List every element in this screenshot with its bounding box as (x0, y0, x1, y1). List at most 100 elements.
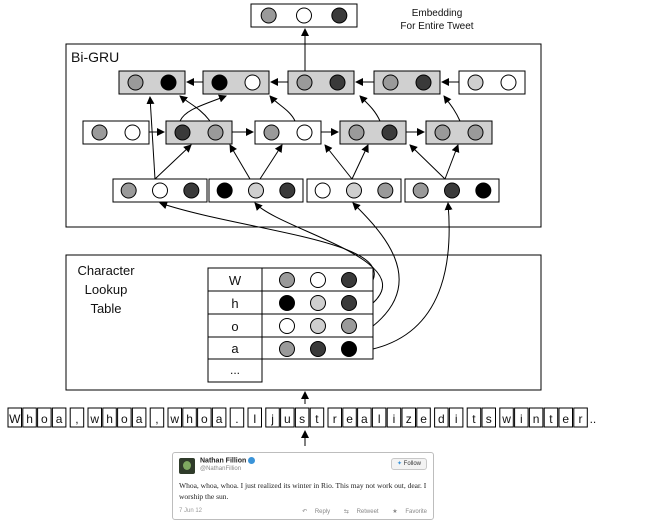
forward-gru-state-2 (166, 121, 232, 144)
char-embedding-1-unit (153, 183, 168, 198)
emb-to-forward (260, 145, 282, 179)
tweet-embedding-vector (251, 4, 357, 27)
input-char: w (169, 412, 179, 426)
backward-gru-state-1 (119, 71, 185, 94)
follow-button[interactable]: ✦ Follow (391, 458, 427, 470)
emb-to-forward (155, 145, 191, 179)
input-char-box: h (103, 408, 117, 427)
input-char: s (486, 412, 492, 426)
input-char-box: s (482, 408, 496, 427)
forward-gru-state-3 (255, 121, 321, 144)
embedding-label-line1: Embedding (412, 8, 463, 19)
input-char: j (270, 412, 274, 426)
input-char: , (75, 412, 78, 426)
input-char-box: o (198, 408, 212, 427)
input-char-box: l (372, 408, 386, 427)
emb-to-forward (445, 145, 458, 179)
char-embedding-4-unit (476, 183, 491, 198)
input-char: h (106, 412, 113, 426)
input-char: , (155, 412, 158, 426)
bigru-label: Bi-GRU (71, 49, 119, 65)
input-char-box: n (529, 408, 543, 427)
input-char-box: t (310, 408, 324, 427)
emb-to-forward (325, 145, 352, 179)
input-char: a (136, 412, 143, 426)
input-char: i (520, 412, 523, 426)
input-char-box: t (467, 408, 481, 427)
input-char: w (89, 412, 99, 426)
input-char: e (562, 412, 569, 426)
vector-nodes (83, 4, 525, 357)
input-char-box: a (132, 408, 146, 427)
lookup-vector-unit (311, 273, 326, 288)
input-char-box: i (515, 408, 529, 427)
input-char-box: e (417, 408, 431, 427)
input-char-box: . (230, 408, 244, 427)
avatar (179, 458, 195, 474)
input-char-box: a (358, 408, 372, 427)
input-char: a (361, 412, 368, 426)
retweet-button[interactable]: ⇆ Retweet (338, 509, 379, 515)
input-ellipsis: .. (590, 412, 597, 426)
embedding-label-line2: For Entire Tweet (400, 21, 473, 32)
input-char-box: d (435, 408, 449, 427)
cross-arrow (180, 96, 226, 121)
input-char-box: I (248, 408, 262, 427)
input-char-box: i (449, 408, 463, 427)
char-embedding-3-unit (347, 183, 362, 198)
input-char: r (333, 412, 337, 426)
reply-button[interactable]: ↶ Reply (296, 509, 330, 515)
input-char-box: a (52, 408, 66, 427)
char-embedding-1-unit (184, 183, 199, 198)
favorite-button[interactable]: ★ Favorite (386, 509, 427, 515)
lookup-frame (66, 255, 541, 390)
lookup-vector-unit (280, 319, 295, 334)
tweet-card: Nathan Fillion @NathanFillion ✦ Follow W… (172, 452, 434, 520)
retweet-icon: ⇆ (344, 509, 349, 515)
lookup-vector-unit (342, 342, 357, 357)
lookup-char-w: W (229, 273, 242, 288)
cross-arrow (360, 96, 380, 121)
char-embedding-4-unit (445, 183, 460, 198)
input-char: u (284, 412, 291, 426)
backward-gru-state-5-unit (468, 75, 483, 90)
backward-gru-state-4-unit (383, 75, 398, 90)
forward-gru-state-2-unit (175, 125, 190, 140)
forward-gru-state-2-unit (208, 125, 223, 140)
input-char-box: w (168, 408, 182, 427)
backward-gru-state-5 (459, 71, 525, 94)
char-embedding-2 (209, 179, 303, 202)
char-embedding-2-unit (217, 183, 232, 198)
cross-arrow (444, 96, 460, 121)
input-char-box: h (23, 408, 37, 427)
tweet-embedding-vector-unit (332, 8, 347, 23)
lookup-char-a: a (231, 341, 239, 356)
lookup-vector-unit (311, 342, 326, 357)
backward-gru-state-1-unit (161, 75, 176, 90)
verified-icon (248, 457, 255, 464)
forward-gru-state-4-unit (349, 125, 364, 140)
lookup-vector-unit (342, 273, 357, 288)
forward-gru-state-1-unit (92, 125, 107, 140)
tweet-actions: ↶ Reply ⇆ Retweet ★ Favorite (290, 508, 427, 515)
char-embedding-3-unit (315, 183, 330, 198)
reply-icon: ↶ (302, 509, 307, 515)
emb-to-forward (230, 145, 250, 179)
input-char: z (406, 412, 412, 426)
input-char-box: o (38, 408, 52, 427)
follow-bird-icon: ✦ (397, 461, 402, 467)
input-char-box: w (500, 408, 514, 427)
backward-gru-state-2-unit (245, 75, 260, 90)
emb-to-forward (352, 145, 368, 179)
lookup-char-o: o (231, 319, 238, 334)
lookup-char-ellipsis: ... (230, 363, 240, 377)
input-char: n (533, 412, 540, 426)
char-embedding-3 (307, 179, 401, 202)
input-char-box: , (70, 408, 84, 427)
lookup-char-h: h (231, 296, 238, 311)
lookup-vector-unit (342, 296, 357, 311)
input-char: l (378, 412, 381, 426)
lookup-vector-unit (311, 296, 326, 311)
backward-gru-state-4 (374, 71, 440, 94)
forward-gru-state-1-unit (125, 125, 140, 140)
